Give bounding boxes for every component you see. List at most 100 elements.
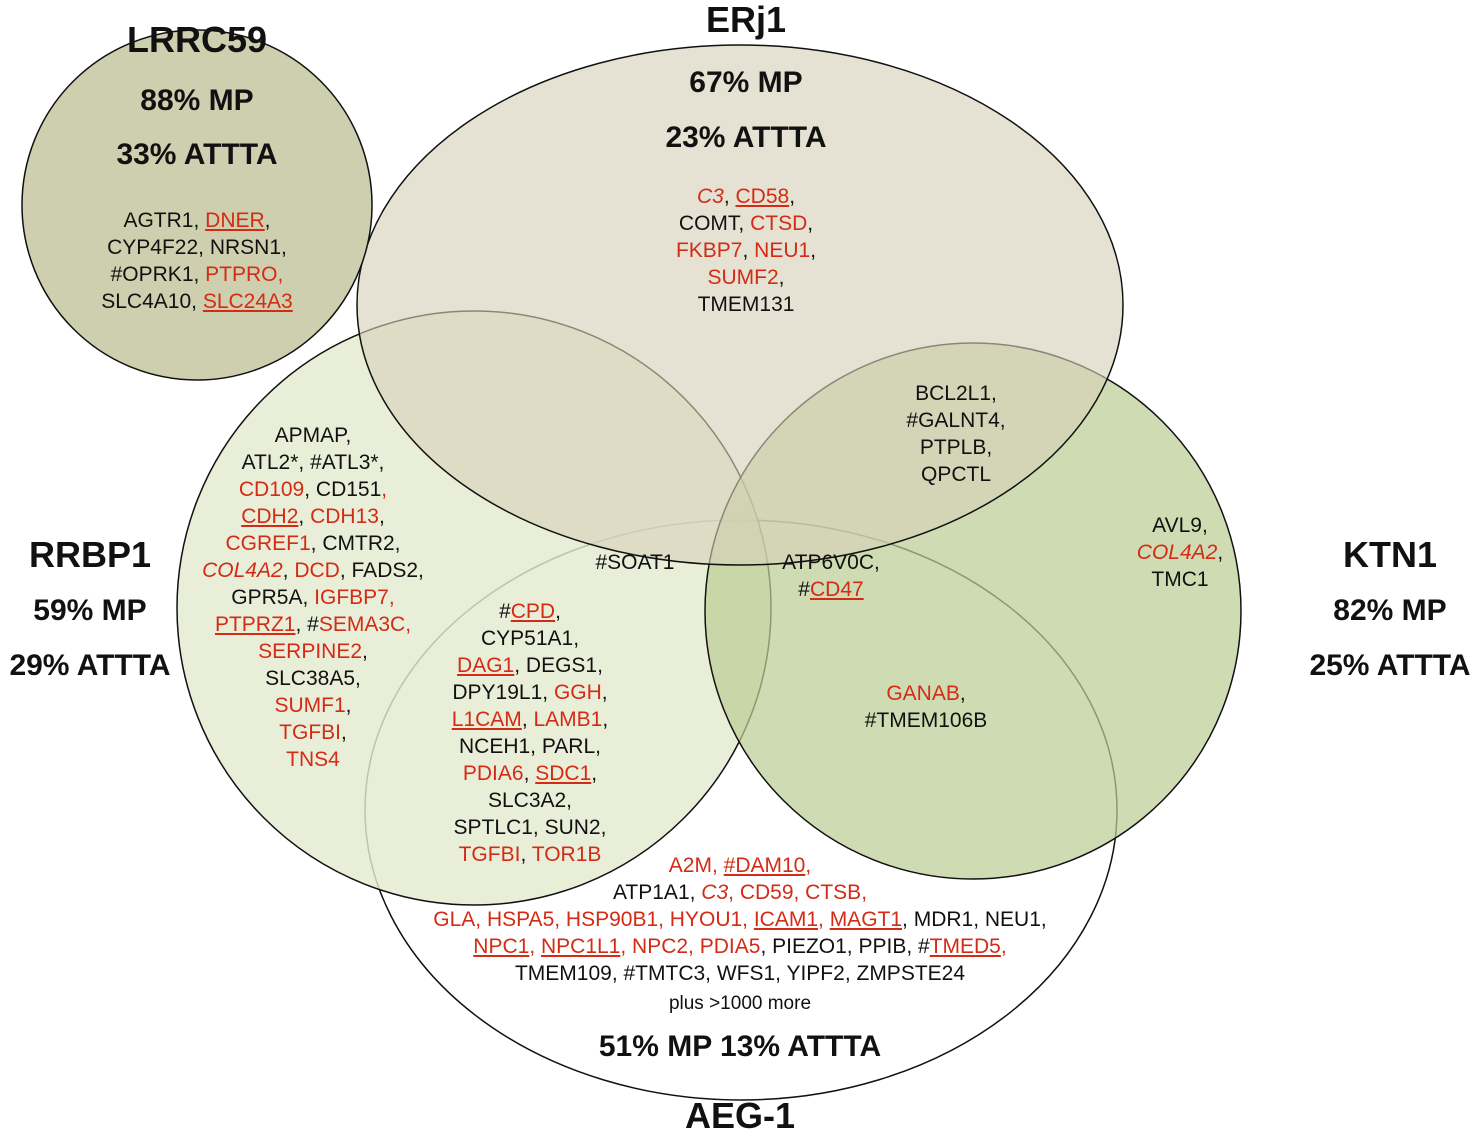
gene-line: SLC3A2,: [410, 787, 650, 814]
gene-line: SUMF1,: [183, 692, 443, 719]
rrbp1-attta: 29% ATTTA: [9, 649, 171, 682]
gene-line: GLA, HSPA5, HSP90B1, HYOU1, ICAM1, MAGT1…: [390, 906, 1090, 933]
gene-line: ATP6V0C,: [756, 549, 906, 576]
gene-line: BCL2L1,: [856, 380, 1056, 407]
gene-text: CYP4F22, NRSN1,: [107, 236, 287, 259]
gene-text: PTPLB,: [919, 436, 993, 459]
ktn1-aeg1-genes: GANAB,#TMEM106B: [826, 680, 1026, 734]
gene-line: TMEM131: [586, 291, 906, 318]
gene-line: L1CAM, LAMB1,: [410, 706, 650, 733]
gene-line: SERPINE2,: [183, 638, 443, 665]
gene-line: TMC1: [1105, 566, 1255, 593]
gene-line: ATL2*, #ATL3*,: [183, 449, 443, 476]
gene-text: SERPINE2: [258, 640, 363, 663]
gene-text: APMAP,: [274, 424, 352, 447]
gene-text: ,: [1217, 541, 1224, 564]
erj1-ktn1-genes: BCL2L1,#GALNT4,PTPLB,QPCTL: [856, 380, 1056, 488]
gene-line: NPC1, NPC1L1, NPC2, PDIA5, PIEZO1, PPIB,…: [390, 933, 1090, 960]
gene-text: FKBP7: [675, 239, 743, 262]
gene-line: QPCTL: [856, 461, 1056, 488]
rrbp1-title: RRBP1: [28, 534, 152, 575]
gene-text: CDH2: [241, 505, 299, 528]
gene-line: SUMF2,: [586, 264, 906, 291]
erj1-title: ERj1: [705, 0, 787, 40]
gene-text: ,: [529, 935, 541, 958]
aeg1-stats: 51% MP 13% ATTTA: [598, 1030, 882, 1063]
gene-text: ,: [778, 266, 785, 289]
gene-text: TNS4: [286, 748, 340, 771]
gene-line: TGFBI, TOR1B: [410, 841, 650, 868]
gene-text: COL4A2: [1136, 541, 1218, 564]
gene-text: ,: [388, 586, 395, 609]
aeg1-title: AEG-1: [684, 1095, 796, 1136]
gene-text: AGTR1,: [123, 209, 206, 232]
gene-text: #TMEM106B: [864, 709, 988, 732]
gene-text: TMC1: [1151, 568, 1209, 591]
gene-text: , DEGS1,: [514, 654, 603, 677]
gene-line: COL4A2, DCD, FADS2,: [183, 557, 443, 584]
gene-text: , NPC2, PDIA5: [620, 935, 761, 958]
gene-text: , FADS2,: [339, 559, 424, 582]
gene-line: GANAB,: [826, 680, 1026, 707]
rrbp1-mp: 59% MP: [33, 594, 147, 627]
gene-text: CYP51A1,: [480, 627, 580, 650]
gene-line: SLC4A10, SLC24A3: [47, 288, 347, 315]
gene-line: PDIA6, SDC1,: [410, 760, 650, 787]
aeg1-more-note: plus >1000 more: [668, 993, 812, 1014]
gene-line: C3, CD58,: [586, 183, 906, 210]
gene-text: SPTLC1, SUN2,: [453, 816, 607, 839]
gene-line: APMAP,: [183, 422, 443, 449]
gene-line: TGFBI,: [183, 719, 443, 746]
gene-line: COL4A2,: [1105, 539, 1255, 566]
gene-text: ,: [742, 239, 755, 262]
gene-text: ,: [959, 682, 966, 705]
gene-text: NCEH1, PARL,: [459, 735, 601, 758]
gene-text: ,: [810, 239, 817, 262]
gene-text: ,: [1000, 935, 1007, 958]
gene-line: DAG1, DEGS1,: [410, 652, 650, 679]
gene-text: GANAB: [886, 682, 960, 705]
gene-text: SDC1: [535, 762, 592, 785]
gene-line: AGTR1, DNER,: [47, 207, 347, 234]
gene-text: ,: [602, 708, 609, 731]
gene-text: COMT,: [678, 212, 751, 235]
gene-line: FKBP7, NEU1,: [586, 237, 906, 264]
ktn1-mp: 82% MP: [1333, 594, 1447, 627]
gene-line: #CPD,: [410, 598, 650, 625]
gene-text: C3: [701, 881, 729, 904]
gene-text: GGH: [553, 681, 602, 704]
gene-text: , CMTR2,: [310, 532, 401, 555]
gene-text: ,: [555, 600, 561, 623]
gene-text: IGFBP7: [314, 586, 389, 609]
gene-text: CDH13: [310, 505, 379, 528]
gene-text: ,: [341, 721, 347, 744]
lrrc59-title: LRRC59: [126, 19, 268, 60]
gene-text: ,: [818, 908, 830, 931]
gene-text: SEMA3C: [318, 613, 406, 636]
gene-line: CYP51A1,: [410, 625, 650, 652]
gene-line: DPY19L1, GGH,: [410, 679, 650, 706]
gene-text: ATL2*, #ATL3*,: [241, 451, 385, 474]
gene-text: DPY19L1,: [452, 681, 554, 704]
gene-text: ATP6V0C,: [782, 551, 880, 574]
gene-line: TNS4: [183, 746, 443, 773]
erj1-only-genes: C3, CD58,COMT, CTSD,FKBP7, NEU1,SUMF2,TM…: [586, 183, 906, 318]
gene-text: ,: [591, 762, 598, 785]
gene-text: ,: [520, 843, 532, 866]
lrrc59-set: [21, 29, 373, 381]
gene-text: L1CAM: [451, 708, 522, 731]
gene-text: PTPRO,: [205, 263, 284, 286]
gene-text: CD47: [809, 578, 864, 601]
gene-text: #: [798, 578, 810, 601]
gene-text: ,: [381, 478, 388, 501]
gene-text: A2M: [668, 854, 712, 877]
erj1-rrbp1-aeg1-genes: #SOAT1: [565, 549, 705, 576]
lrrc59-attta: 33% ATTTA: [116, 138, 278, 171]
gene-text: TOR1B: [531, 843, 602, 866]
gene-text: DAG1: [457, 654, 515, 677]
gene-text: COL4A2: [202, 559, 283, 582]
gene-text: #SOAT1: [595, 551, 675, 574]
gene-text: NPC1L1: [540, 935, 621, 958]
gene-text: ,: [723, 185, 736, 208]
gene-text: ,: [601, 681, 608, 704]
